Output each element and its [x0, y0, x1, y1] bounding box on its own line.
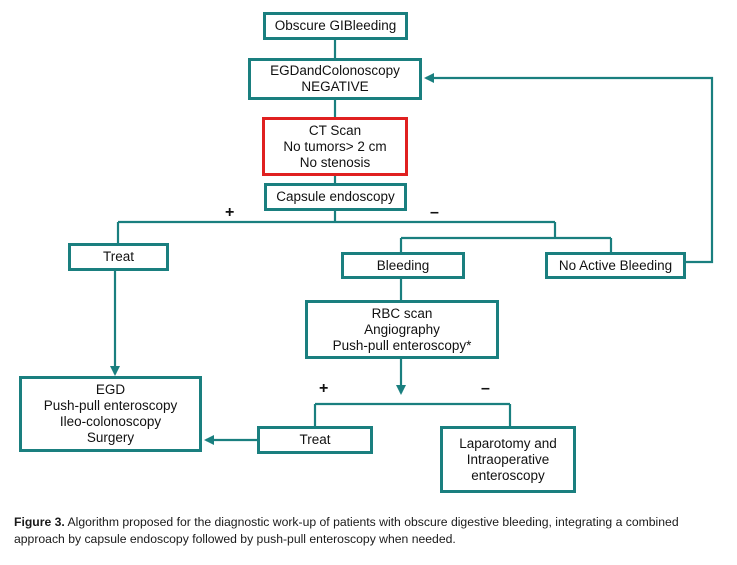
treat-box: Treat: [257, 426, 373, 454]
box-line: No tumors> 2 cm: [283, 138, 387, 154]
box-line: CT Scan: [308, 122, 362, 138]
box-line: Surgery: [86, 430, 135, 445]
figure-caption-text: Algorithm proposed for the diagnostic wo…: [14, 515, 679, 546]
box-line: Push-pull enteroscopy: [43, 398, 178, 413]
no-active-bleeding-box: No Active Bleeding: [545, 252, 686, 279]
negative-sign: –: [430, 204, 439, 221]
rbc-scan-box: RBC scan Angiography Push-pull enterosco…: [305, 300, 499, 359]
connector-lines: [110, 38, 714, 445]
box-line: Obscure GIBleeding: [274, 18, 397, 33]
box-line: No Active Bleeding: [558, 257, 673, 273]
treat-box: Treat: [68, 243, 169, 271]
box-line: Treat: [102, 249, 134, 264]
box-line: NEGATIVE: [301, 79, 369, 94]
box-line: EGD: [95, 382, 126, 397]
figure-label: Figure 3.: [14, 515, 65, 529]
egd-final-box: EGD Push-pull enteroscopy Ileo-colonosco…: [19, 376, 202, 452]
capsule-endoscopy-box: Capsule endoscopy: [264, 183, 407, 211]
obscure-gi-bleeding-box: Obscure GIBleeding: [263, 12, 408, 40]
box-line: Angiography: [364, 321, 440, 337]
bleeding-box: Bleeding: [341, 252, 465, 279]
egd-colonoscopy-box: EGDandColonoscopy NEGATIVE: [248, 58, 422, 100]
arrow-loop-back: [424, 73, 714, 264]
box-line: Capsule endoscopy: [276, 189, 395, 204]
negative-sign: –: [481, 380, 490, 397]
box-line: Intraoperative: [466, 451, 550, 467]
box-line: No stenosis: [299, 154, 371, 170]
positive-sign: +: [319, 380, 329, 397]
box-line: Bleeding: [376, 257, 430, 273]
box-line: Push-pull enteroscopy*: [332, 337, 472, 353]
box-line: EGDandColonoscopy: [270, 63, 400, 78]
box-line: Ileo-colonoscopy: [59, 414, 162, 429]
box-line: enteroscopy: [471, 467, 545, 483]
box-line: Treat: [299, 432, 331, 447]
box-line: Laparotomy and: [459, 435, 557, 451]
laparotomy-box: Laparotomy and Intraoperative enteroscop…: [440, 426, 576, 493]
positive-sign: +: [225, 204, 235, 221]
ct-scan-box: CT Scan No tumors> 2 cm No stenosis: [262, 117, 408, 176]
figure-caption: Figure 3. Algorithm proposed for the dia…: [14, 514, 726, 548]
box-line: RBC scan: [371, 305, 433, 321]
flowchart: Obscure GIBleeding EGDandColonoscopy NEG…: [19, 12, 714, 493]
